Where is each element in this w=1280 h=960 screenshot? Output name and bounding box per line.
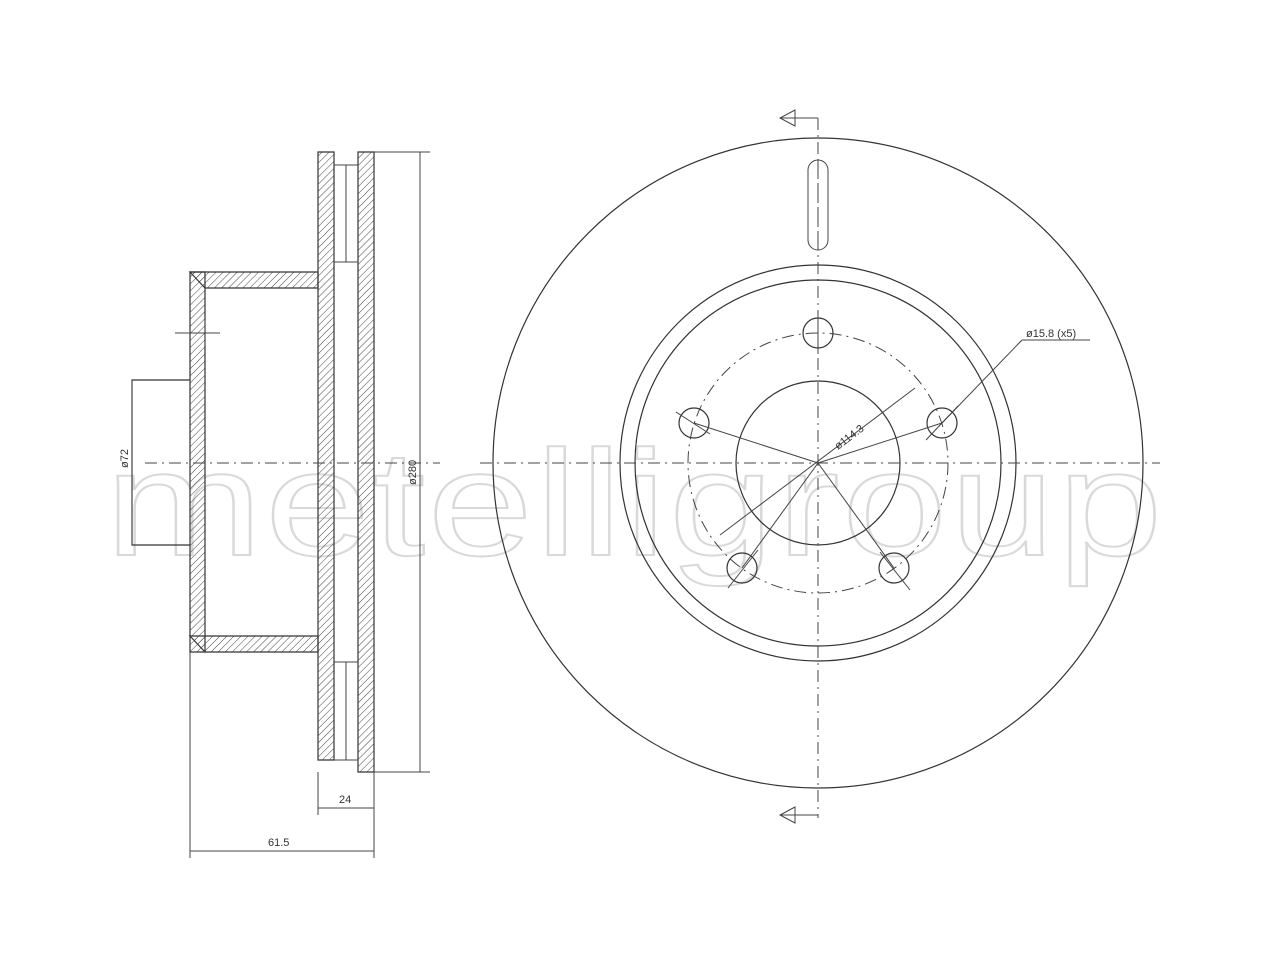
hub-face [189, 271, 206, 653]
watermark-logo: metelligroup [105, 419, 1165, 587]
side-view: ø72 ø280 24 61.5 [119, 151, 440, 858]
bolt-hole [678, 407, 710, 439]
dim-hub-bore: ø72 [119, 449, 131, 468]
dim-height: 61.5 [268, 837, 289, 849]
dim-outer-diameter: ø280 [407, 460, 419, 485]
hub-bottom-wall [188, 635, 319, 653]
bolt-hole [878, 552, 910, 584]
bolt-hole [726, 552, 758, 584]
index-slot [807, 159, 829, 251]
bolt-hole [926, 407, 958, 439]
hub-top-wall [188, 271, 319, 289]
disc-right-plate [357, 151, 375, 773]
dim-thickness: 24 [339, 794, 351, 806]
disc-outer-edge [492, 137, 1144, 789]
disc-left-plate [317, 151, 335, 761]
front-view: ø114.3 ø15.8 (x5) [480, 109, 1160, 824]
dim-bolt-holes: ø15.8 (x5) [1026, 328, 1076, 340]
